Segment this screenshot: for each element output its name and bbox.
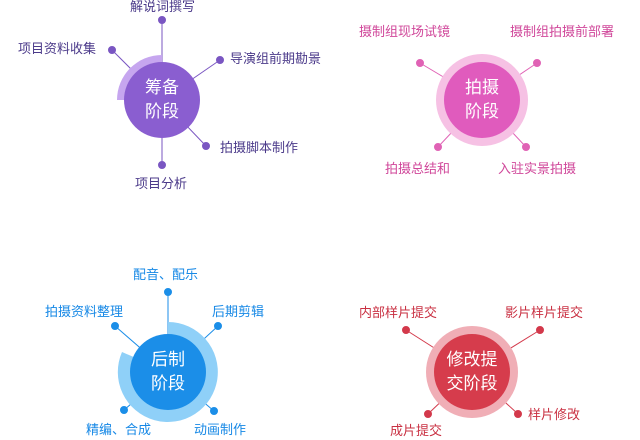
revise-dot-2 [536, 326, 544, 334]
revise-dot-4 [514, 410, 522, 418]
revise-dot-3 [424, 410, 432, 418]
prep-dot-2 [108, 46, 116, 54]
shoot-dot-3 [434, 143, 442, 151]
post-dot-5 [210, 407, 218, 415]
shoot-item-label: 拍摄总结和 [385, 162, 451, 177]
post-item-label: 动画制作 [194, 423, 247, 438]
shoot-dot-1 [416, 59, 424, 67]
shoot-dot-2 [533, 59, 541, 67]
prep-stage-title: 筹备阶段 [145, 78, 179, 122]
shoot-stage-title: 拍摄阶段 [465, 78, 499, 122]
shoot-item-label: 摄制组拍摄前部署 [510, 25, 615, 40]
shoot-stage-node: 拍摄阶段 [444, 62, 520, 138]
prep-dot-1 [158, 16, 166, 24]
post-stage-title: 后制阶段 [151, 350, 185, 394]
post-dot-3 [214, 322, 222, 330]
revise-dot-1 [402, 326, 410, 334]
post-item-label: 后期剪辑 [212, 305, 265, 320]
prep-dot-4 [202, 142, 210, 150]
revise-item-label: 内部样片提交 [359, 306, 438, 321]
prep-dot-5 [158, 161, 166, 169]
post-dot-1 [164, 288, 172, 296]
revise-item-label: 影片样片提交 [505, 306, 584, 321]
post-item-label: 配音、配乐 [133, 268, 199, 283]
shoot-dot-4 [522, 143, 530, 151]
prep-stage-node: 筹备阶段 [124, 62, 200, 138]
prep-dot-3 [216, 56, 224, 64]
prep-item-label: 项目分析 [135, 177, 188, 192]
post-stage-node: 后制阶段 [130, 334, 206, 410]
revise-stage-node: 修改提交阶段 [434, 334, 510, 410]
prep-item-label: 拍摄脚本制作 [220, 141, 299, 156]
revise-stage-title: 修改提交阶段 [446, 350, 498, 394]
revise-item-label: 成片提交 [390, 424, 443, 439]
shoot-item-label: 入驻实景拍摄 [498, 162, 577, 177]
prep-item-label: 解说词撰写 [130, 0, 196, 15]
post-dot-4 [120, 406, 128, 414]
prep-item-label: 导演组前期勘景 [230, 52, 322, 67]
prep-item-label: 项目资料收集 [18, 42, 97, 57]
revise-item-label: 样片修改 [528, 408, 581, 423]
post-dot-2 [111, 322, 119, 330]
post-item-label: 精编、合成 [86, 423, 152, 438]
shoot-item-label: 摄制组现场试镜 [359, 25, 451, 40]
post-item-label: 拍摄资料整理 [45, 305, 124, 320]
